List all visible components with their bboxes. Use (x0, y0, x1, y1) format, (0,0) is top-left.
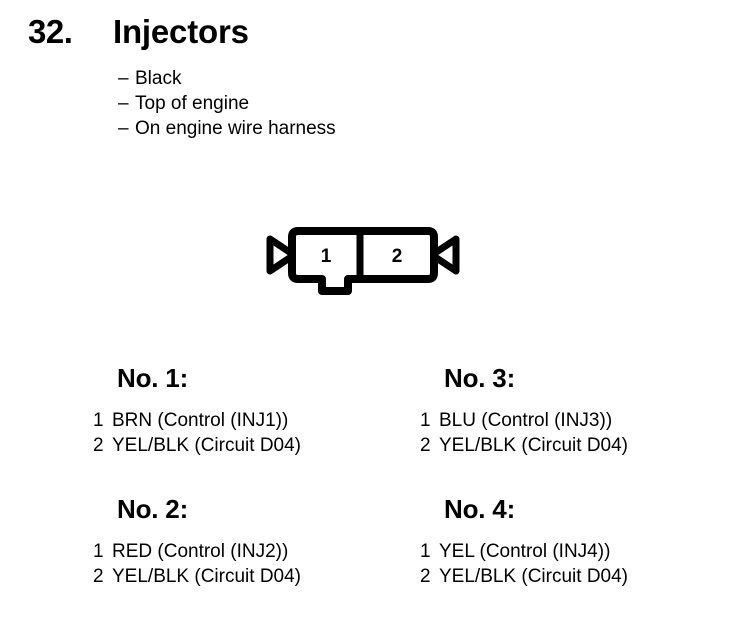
pin-number: 1 (93, 410, 104, 431)
connector-diagram: 1 2 (258, 205, 468, 305)
dash-icon: – (118, 118, 129, 139)
pin-description: YEL/BLK (Circuit D04) (439, 435, 629, 456)
page-title: Injectors (113, 13, 249, 50)
pinout-heading: No. 3: (444, 363, 516, 393)
pinout-block-no-4: No. 4: 1 YEL (Control (INJ4)) 2 YEL/BLK (C… (415, 493, 736, 589)
pin-number: 2 (93, 435, 104, 456)
pin-row: 2 YEL/BLK (Circuit D04) (88, 433, 418, 458)
pin-row: 1 RED (Control (INJ2)) (88, 539, 418, 564)
pin-description: YEL (Control (INJ4)) (439, 541, 611, 562)
list-item-label: On engine wire harness (135, 118, 336, 139)
pin-description: YEL/BLK (Circuit D04) (439, 566, 629, 587)
pinout-heading: No. 4: (444, 494, 516, 524)
descriptor-list: –Black –Top of engine –On engine wire ha… (118, 66, 638, 141)
pin-row: 2 YEL/BLK (Circuit D04) (415, 564, 736, 589)
item-number: 32. (28, 13, 73, 50)
pin-number: 2 (420, 566, 431, 587)
pin-description: YEL/BLK (Circuit D04) (112, 566, 302, 587)
cavity-label-1: 1 (321, 246, 332, 267)
pin-row: 1 BLU (Control (INJ3)) (415, 408, 736, 433)
pin-number: 2 (420, 435, 431, 456)
right-tab-icon (428, 235, 460, 275)
pin-number: 1 (420, 541, 431, 562)
pinout-heading: No. 2: (117, 494, 189, 524)
pin-list: 1 RED (Control (INJ2)) 2 YEL/BLK (Circuit … (88, 539, 418, 589)
pin-row: 1 YEL (Control (INJ4)) (415, 539, 736, 564)
page-header: 32. Injectors (0, 12, 736, 62)
pinout-block-no-2: No. 2: 1 RED (Control (INJ2)) 2 YEL/BLK (C… (88, 493, 418, 589)
pinout-block-no-3: No. 3: 1 BLU (Control (INJ3)) 2 YEL/BLK (C… (415, 362, 736, 458)
list-item-label: Top of engine (135, 93, 250, 114)
pin-row: 1 BRN (Control (INJ1)) (88, 408, 418, 433)
pinout-heading: No. 1: (117, 363, 189, 393)
pin-number: 2 (93, 566, 104, 587)
pinout-block-no-1: No. 1: 1 BRN (Control (INJ1)) 2 YEL/BLK (C… (88, 362, 418, 458)
pin-list: 1 YEL (Control (INJ4)) 2 YEL/BLK (Circuit … (415, 539, 736, 589)
pin-description: BLU (Control (INJ3)) (439, 410, 613, 431)
list-item-label: Black (135, 68, 182, 89)
cavity-label-2: 2 (392, 246, 403, 267)
list-item: –Black (118, 66, 638, 91)
pin-row: 2 YEL/BLK (Circuit D04) (415, 433, 736, 458)
pin-description: BRN (Control (INJ1)) (112, 410, 289, 431)
left-tab-icon (266, 235, 298, 275)
list-item: –On engine wire harness (118, 116, 638, 141)
pin-number: 1 (420, 410, 431, 431)
list-item: –Top of engine (118, 91, 638, 116)
dash-icon: – (118, 93, 129, 114)
pin-list: 1 BLU (Control (INJ3)) 2 YEL/BLK (Circuit … (415, 408, 736, 458)
pin-row: 2 YEL/BLK (Circuit D04) (88, 564, 418, 589)
pin-description: RED (Control (INJ2)) (112, 541, 289, 562)
dash-icon: – (118, 68, 129, 89)
pin-list: 1 BRN (Control (INJ1)) 2 YEL/BLK (Circuit … (88, 408, 418, 458)
pin-number: 1 (93, 541, 104, 562)
pin-description: YEL/BLK (Circuit D04) (112, 435, 302, 456)
